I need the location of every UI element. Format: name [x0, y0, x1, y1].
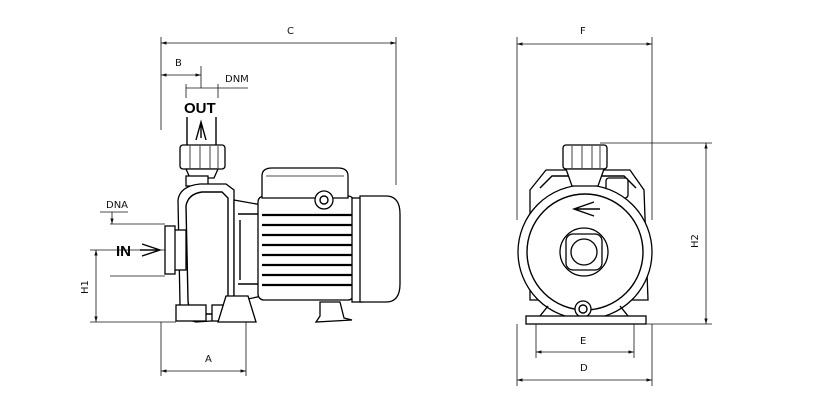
dimension-b: B: [160, 58, 202, 130]
dimension-dna: DNA: [100, 200, 165, 277]
dimension-label-f: F: [580, 26, 586, 37]
outlet-pipe: [179, 117, 226, 187]
dimension-a: A: [160, 322, 247, 376]
dimension-label-c: C: [287, 26, 294, 37]
dimension-label-dnm: DNM: [225, 74, 249, 85]
pump-volute: [164, 183, 247, 323]
dimension-label-h1: H1: [80, 280, 91, 294]
dimension-h1: H1: [80, 249, 176, 323]
dimension-f: F: [516, 26, 653, 220]
outlet-label: OUT: [184, 100, 216, 117]
pump-front: [517, 144, 653, 325]
dimension-label-a: A: [205, 354, 212, 365]
dimension-label-e: E: [580, 336, 586, 347]
motor-body: [257, 167, 401, 323]
dimension-d: D: [516, 324, 653, 386]
dimension-e: E: [535, 324, 635, 358]
dimension-label-b: B: [175, 58, 182, 69]
dimension-c: C: [160, 26, 397, 185]
front-view: F H2: [516, 26, 712, 386]
dimension-h2: H2: [600, 142, 712, 325]
rotation-arrow-icon: [571, 201, 600, 217]
dimension-dnm: DNM: [185, 74, 249, 98]
dimension-label-h2: H2: [690, 234, 701, 248]
pump-bracket: [217, 199, 263, 323]
dimension-label-dna: DNA: [106, 200, 128, 211]
inlet-label: IN: [116, 243, 131, 260]
dimension-label-d: D: [580, 363, 588, 374]
side-view: C B DNM OUT: [80, 26, 401, 376]
